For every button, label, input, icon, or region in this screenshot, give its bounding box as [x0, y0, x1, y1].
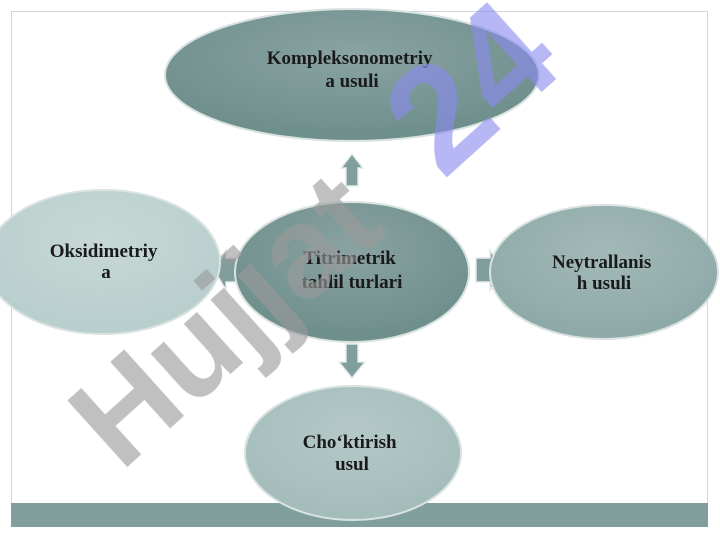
node-oksidimetriya: Oksidimetriy a [0, 189, 221, 335]
svg-text:Titrimetrik tahlil tur: Titrimetrik tahlil turlari [302, 248, 403, 293]
svg-text:Neytrallanis h usuli: Neytrallanis h usuli [552, 252, 656, 294]
node-center-line-1: Titrimetrik [303, 248, 396, 269]
node-kompleksonometriya: Kompleksonometriy a usuli [164, 8, 540, 142]
svg-text:Kompleksonometriy a us: Kompleksonometriy a usuli [267, 48, 437, 92]
node-neytrallanish: Neytrallanis h usuli [489, 204, 719, 340]
node-right-line-2: h usuli [577, 273, 631, 294]
node-bottom-line-2: usul [335, 454, 369, 475]
node-center-titrimetrik: Titrimetrik tahlil turlari [234, 201, 470, 343]
svg-text:Cho‘ktirish usul: Cho‘ktirish usul [303, 432, 402, 475]
arrow-down [337, 343, 367, 380]
node-left-line-1: Oksidimetriy [50, 241, 158, 262]
node-right-line-1: Neytrallanis [552, 252, 651, 273]
node-top-line-2: a usuli [325, 71, 378, 92]
node-left-line-2: a [101, 262, 111, 283]
node-bottom-line-1: Cho‘ktirish [303, 432, 397, 453]
arrow-up [339, 152, 365, 187]
svg-text:Oksidimetriy a: Oksidimetriy a [50, 241, 162, 283]
node-choktirish: Cho‘ktirish usul [244, 385, 462, 521]
node-center-line-2: tahlil turlari [302, 272, 403, 293]
node-top-line-1: Kompleksonometriy [267, 48, 433, 69]
